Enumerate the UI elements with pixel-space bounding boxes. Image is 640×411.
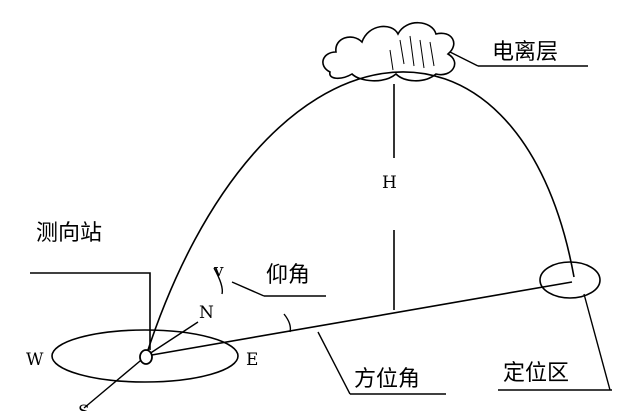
elevation-arc-mark: v	[213, 261, 224, 281]
ionosphere-leader-line	[449, 51, 479, 67]
station-pointer-line	[30, 272, 151, 350]
location-zone-leader-line	[583, 293, 611, 391]
station-marker	[139, 349, 153, 365]
azimuth-leader-line	[317, 331, 351, 395]
elevation-angle-arc	[213, 267, 224, 295]
north-direction-line	[145, 321, 199, 357]
elevation-angle-label: 仰角	[266, 263, 310, 288]
west-label: W	[26, 350, 44, 370]
station-label: 测向站	[36, 221, 102, 246]
azimuth-angle-arc	[283, 313, 292, 333]
south-label: S	[78, 402, 90, 411]
ionosphere-cloud-shading	[389, 35, 435, 71]
ground-path-line	[145, 281, 573, 357]
height-label: H	[382, 173, 397, 193]
south-direction-line	[83, 355, 147, 409]
azimuth-angle-label: 方位角	[354, 367, 420, 392]
ground-plane-ellipse	[51, 329, 239, 383]
location-zone-label: 定位区	[503, 361, 569, 386]
ionosphere-label: 电离层	[492, 40, 558, 65]
location-zone-ellipse	[539, 261, 601, 299]
east-label: E	[246, 350, 258, 370]
north-label: N	[199, 303, 214, 323]
sky-wave-arc	[145, 71, 575, 357]
ionosphere-cloud	[322, 21, 456, 82]
elevation-leader-line	[231, 281, 265, 297]
